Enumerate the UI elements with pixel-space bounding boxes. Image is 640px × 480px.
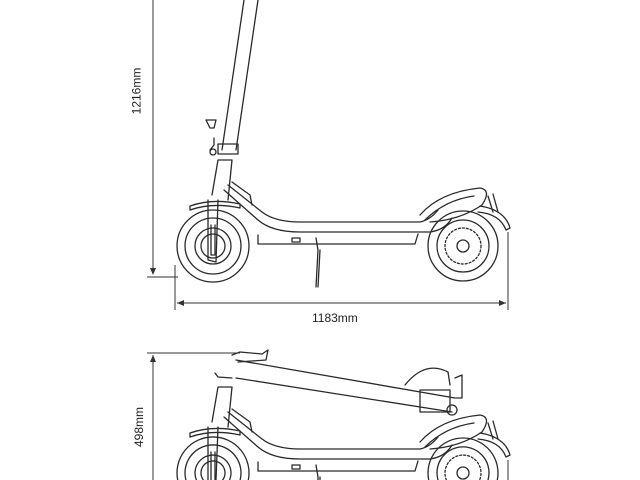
folded-height-label: 498mm	[132, 406, 147, 448]
folded-stem	[235, 359, 456, 413]
dimension-folded-height-line	[147, 352, 509, 480]
scooter-folded	[176, 349, 511, 480]
dimension-length-line	[174, 232, 509, 310]
deck	[223, 181, 453, 288]
kickstand	[315, 237, 321, 288]
scooter-unfolded	[176, 0, 511, 288]
deck	[223, 408, 453, 480]
length-label: 1183mm	[312, 311, 358, 325]
kickstand	[315, 464, 321, 480]
unfolded-height-label: 1216mm	[129, 67, 144, 115]
dimension-height-line	[147, 0, 178, 278]
front-wheel	[176, 436, 250, 480]
rear-wheel	[427, 210, 499, 282]
front-wheel	[176, 209, 250, 283]
stem	[221, 0, 259, 151]
rear-wheel	[427, 437, 499, 480]
